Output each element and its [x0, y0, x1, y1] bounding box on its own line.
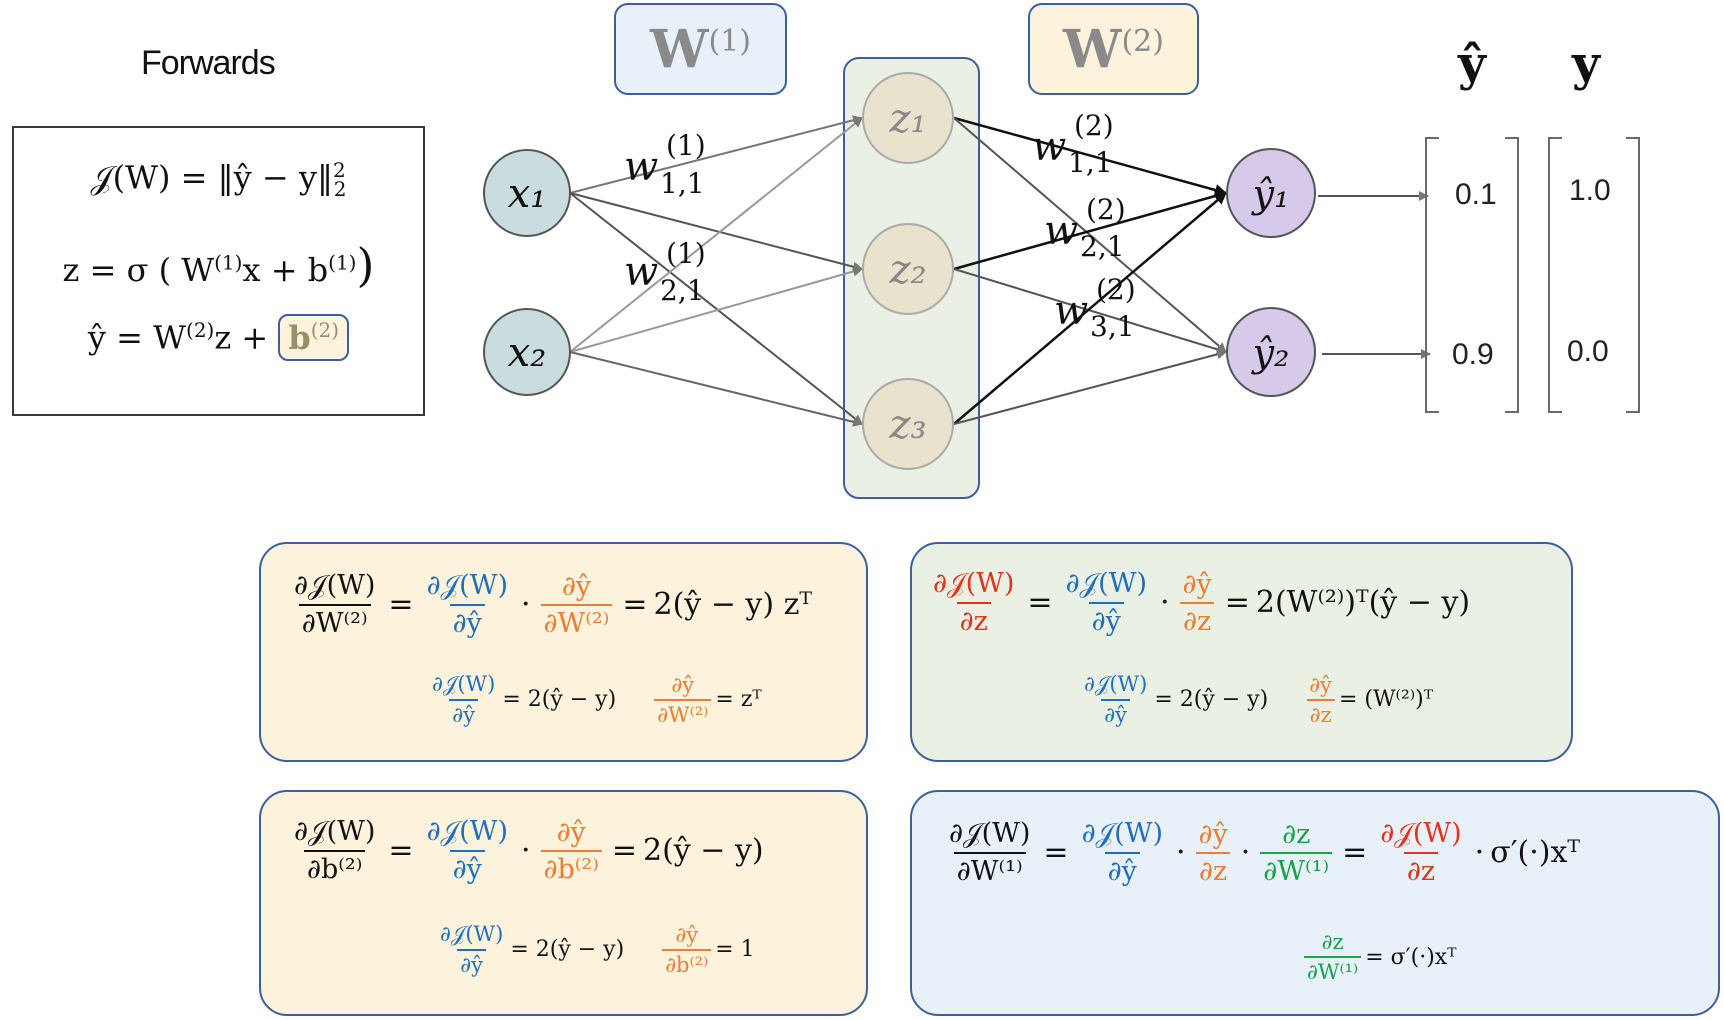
weight-label-w2-31: w (2) 3,1: [1054, 273, 1136, 343]
target-bracket-left: [1548, 137, 1562, 413]
db2-main-equation: ∂𝒥(W)∂b⁽²⁾ = ∂𝒥(W)∂ŷ · ∂ŷ∂b⁽²⁾ = 2(ŷ − y…: [294, 816, 764, 885]
weight-label-w2-11: w (2) 1,1: [1032, 109, 1114, 179]
output-label-y1: ŷ₁: [1251, 172, 1290, 216]
edge-x2-z1: [569, 117, 863, 353]
edge-z1-y2: [953, 117, 1227, 353]
cost-equation: 𝒥(W) = ‖ŷ − y‖22: [90, 158, 347, 202]
edge-x1-z1: [569, 115, 863, 194]
svg-text:2,1: 2,1: [660, 274, 705, 307]
svg-text:w: w: [1054, 288, 1088, 334]
hidden-label-z3: z₃: [888, 402, 926, 448]
hidden-label-z2: z₂: [888, 247, 926, 293]
hidden-nodes: [862, 72, 954, 470]
target-value-1: 1.0: [1569, 174, 1611, 207]
svg-text:(2): (2): [1074, 109, 1114, 142]
input-node-x1: [483, 149, 571, 237]
db2-sub-equations: ∂𝒥(W)∂ŷ = 2(ŷ − y) ∂ŷ∂b⁽²⁾ = 1: [440, 922, 755, 977]
svg-text:1,1: 1,1: [1068, 146, 1113, 179]
dW2-main-equation: ∂𝒥(W)∂W⁽²⁾ = ∂𝒥(W)∂ŷ · ∂ŷ∂W⁽²⁾ = 2(ŷ − y…: [294, 570, 813, 639]
hidden-node-z3: [862, 378, 954, 470]
edge-z1-y1: [953, 116, 1227, 196]
svg-text:w: w: [624, 144, 658, 190]
input-label-x1: x₁: [508, 171, 547, 217]
neural-network-diagram: x₁ x₂ z₁ z₂ z₃ ŷ₁ ŷ₂ w (1) 1,1 w (1) 2,1…: [483, 72, 1431, 470]
svg-text:w: w: [1044, 208, 1078, 254]
weight-group-w1-label: W(1): [614, 3, 787, 95]
input-hidden-edges: [569, 115, 863, 427]
dW1-sub-equation: ∂z∂W⁽¹⁾ = σ′(·)xᵀ: [1300, 930, 1456, 984]
hidden-layer-equation: z = σ ( W(1)x + b(1)): [62, 238, 375, 292]
svg-text:(1): (1): [666, 237, 706, 270]
edge-z2-y2: [953, 268, 1227, 355]
svg-text:(1): (1): [666, 129, 706, 162]
input-label-x2: x₂: [508, 330, 547, 376]
edge-x2-z3: [569, 351, 863, 427]
weight-labels: w (1) 1,1 w (1) 2,1 w (2) 1,1 w (2) 2,1 …: [624, 109, 1136, 343]
weight-label-w2-21: w (2) 2,1: [1044, 193, 1126, 263]
weight-group-w2-label: W(2): [1028, 3, 1199, 95]
edge-z3-y1: [953, 192, 1227, 425]
output-layer-equation: ŷ = W(2)z + b(2): [14, 314, 423, 361]
hidden-node-z1: [862, 72, 954, 164]
dW2-sub-equations: ∂𝒥(W)∂ŷ = 2(ŷ − y) ∂ŷ∂W⁽²⁾ = zᵀ: [432, 672, 762, 727]
svg-text:3,1: 3,1: [1090, 310, 1135, 343]
prediction-value-2: 0.9: [1452, 338, 1494, 371]
edge-x2-z2: [569, 266, 863, 353]
forwards-title: Forwards: [141, 44, 276, 82]
derivative-box-dW1: ∂𝒥(W)∂W⁽¹⁾ = ∂𝒥(W)∂ŷ · ∂ŷ∂z · ∂z∂W⁽¹⁾ = …: [910, 790, 1720, 1016]
output-bias-highlight: b(2): [278, 314, 350, 361]
output-node-y1: [1226, 148, 1316, 238]
derivative-box-dW2: ∂𝒥(W)∂W⁽²⁾ = ∂𝒥(W)∂ŷ · ∂ŷ∂W⁽²⁾ = 2(ŷ − y…: [259, 542, 868, 762]
target-vector-label: y: [1572, 36, 1600, 92]
prediction-bracket-left: [1425, 137, 1439, 413]
derivative-box-db2: ∂𝒥(W)∂b⁽²⁾ = ∂𝒥(W)∂ŷ · ∂ŷ∂b⁽²⁾ = 2(ŷ − y…: [259, 790, 868, 1016]
weight-label-w1-21: w (1) 2,1: [624, 237, 706, 307]
dW1-main-equation: ∂𝒥(W)∂W⁽¹⁾ = ∂𝒥(W)∂ŷ · ∂ŷ∂z · ∂z∂W⁽¹⁾ = …: [949, 818, 1580, 887]
prediction-vector-label: ŷ: [1458, 36, 1486, 92]
output-node-y2: [1226, 307, 1316, 397]
forward-equations-box: 𝒥(W) = ‖ŷ − y‖22 z = σ ( W(1)x + b(1)) ŷ…: [12, 126, 425, 416]
svg-text:(2): (2): [1086, 193, 1126, 226]
output-label-y2: ŷ₂: [1251, 331, 1290, 375]
output-nodes: [1226, 148, 1316, 397]
dz-main-equation: ∂𝒥(W)∂z = ∂𝒥(W)∂ŷ · ∂ŷ∂z = 2(W⁽²⁾)ᵀ(ŷ − …: [933, 568, 1471, 637]
svg-text:w: w: [1032, 124, 1066, 170]
hidden-node-z2: [862, 223, 954, 315]
edge-x1-z2: [569, 192, 863, 272]
svg-text:w: w: [624, 249, 658, 295]
prediction-bracket-right: [1505, 137, 1519, 413]
prediction-value-1: 0.1: [1455, 178, 1497, 211]
svg-text:2,1: 2,1: [1080, 230, 1125, 263]
edge-z3-y2: [953, 349, 1227, 425]
svg-text:1,1: 1,1: [660, 167, 705, 200]
target-value-2: 0.0: [1567, 335, 1609, 368]
target-bracket-right: [1626, 137, 1640, 413]
dz-sub-equations: ∂𝒥(W)∂ŷ = 2(ŷ − y) ∂ŷ∂z = (W⁽²⁾)ᵀ: [1084, 672, 1434, 727]
derivative-box-dz: ∂𝒥(W)∂z = ∂𝒥(W)∂ŷ · ∂ŷ∂z = 2(W⁽²⁾)ᵀ(ŷ − …: [910, 542, 1573, 762]
edge-x1-z3: [569, 192, 863, 425]
svg-text:(2): (2): [1096, 273, 1136, 306]
edge-z2-y1: [953, 190, 1227, 271]
weight-label-w1-11: w (1) 1,1: [624, 129, 706, 200]
hidden-output-edges: [953, 116, 1227, 425]
input-node-x2: [483, 308, 571, 396]
hidden-label-z1: z₁: [888, 96, 926, 142]
input-nodes: [483, 149, 571, 396]
